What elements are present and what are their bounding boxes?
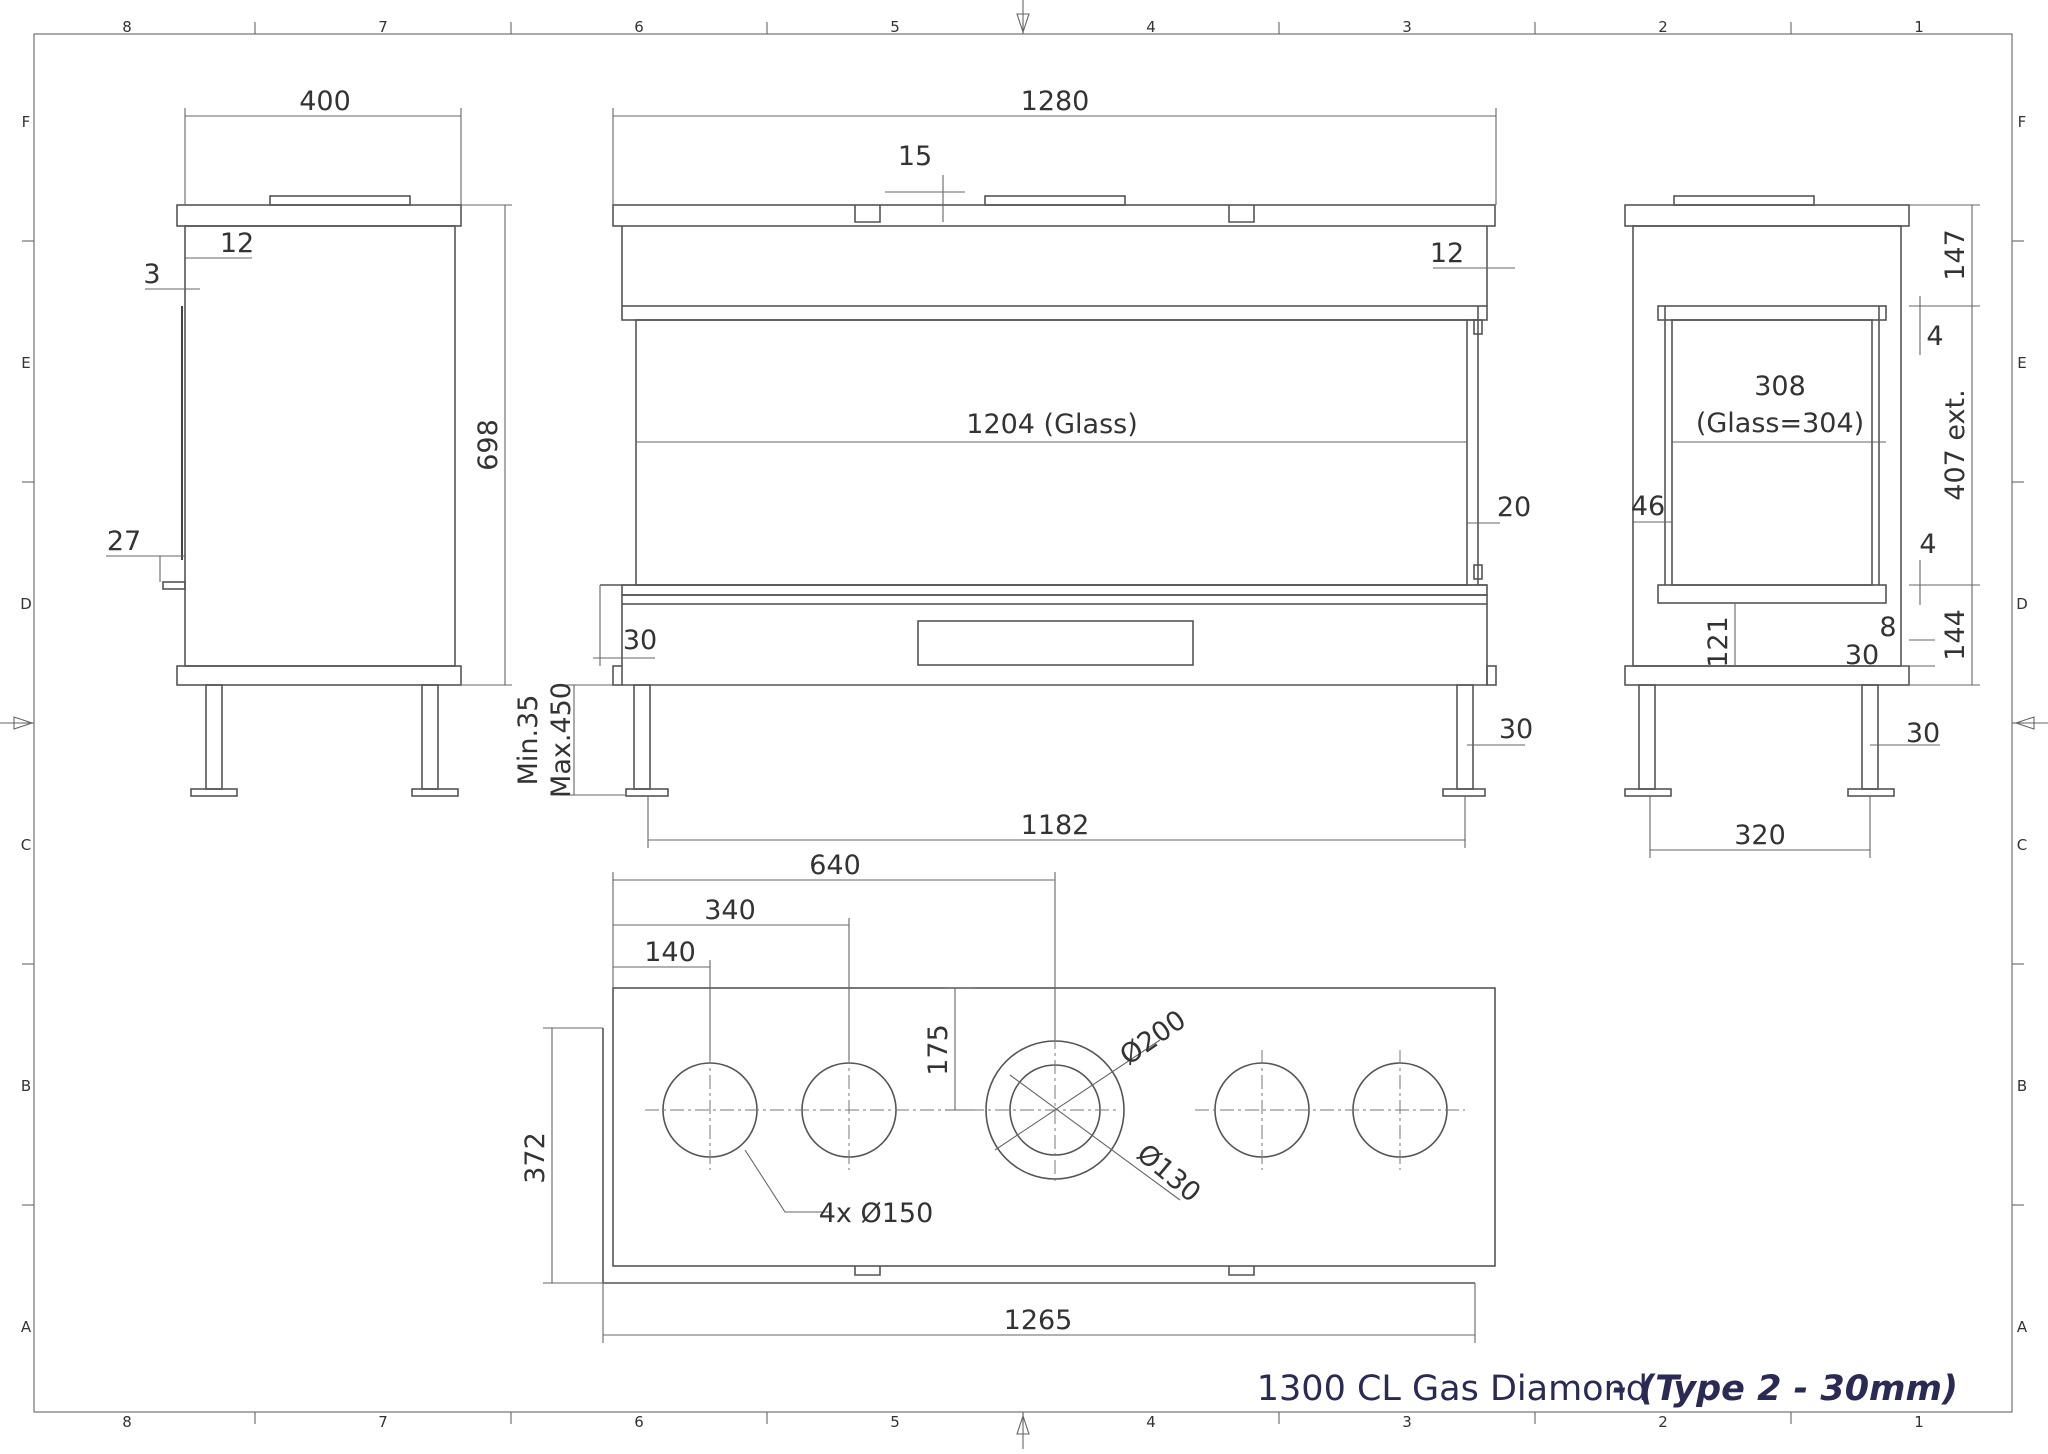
drawing-title: 1300 CL Gas Diamond [1257, 1369, 1648, 1409]
side-height-dim: 698 [473, 419, 504, 471]
end-offset-30-dim: 30 [1845, 640, 1879, 671]
top-pos-640-dim: 640 [809, 850, 861, 881]
end-leg-offset-dim: 30 [1906, 718, 1940, 749]
drawing-type: - (Type 2 - 30mm) [1613, 1369, 1958, 1409]
front-leg-offset-dim: 30 [1499, 714, 1533, 745]
row-label: A [21, 1318, 32, 1336]
side-bottom-offset-dim: 27 [107, 526, 141, 557]
front-frame-right-dim: 20 [1497, 492, 1531, 523]
end-glass-width-dim: 308 [1754, 371, 1806, 402]
row-label: F [22, 113, 31, 131]
end-view: 308 (Glass=304) 147 4 407 ext. 4 144 46 … [1624, 195, 1980, 858]
end-height-bottom-dim: 144 [1940, 609, 1971, 661]
col-label: 8 [122, 1413, 132, 1431]
side-glass-offset-dim: 3 [143, 259, 160, 290]
front-width-dim: 1280 [1021, 86, 1090, 117]
top-pos-140-dim: 140 [644, 937, 696, 968]
col-label: 7 [378, 18, 388, 36]
col-label: 1 [1914, 1413, 1924, 1431]
col-label: 4 [1146, 18, 1156, 36]
front-frame-left-dim: 30 [623, 625, 657, 656]
flue-inner-dim: Ø130 [1131, 1138, 1207, 1209]
col-label: 8 [122, 18, 132, 36]
col-label: 5 [890, 18, 900, 36]
title-block: 1300 CL Gas Diamond - (Type 2 - 30mm) [1257, 1369, 1958, 1409]
side-width-dim: 400 [299, 86, 351, 117]
col-label: 4 [1146, 1413, 1156, 1431]
front-view: 1280 15 12 1204 (Glass) 20 30 30 1182 [593, 86, 1533, 848]
row-label: E [21, 354, 30, 372]
end-gap-bottom-dim: 4 [1919, 529, 1936, 560]
frame-column-labels: 8 7 6 5 4 3 2 1 8 7 6 5 4 3 2 1 [122, 18, 1924, 1431]
end-gap-top-dim: 4 [1926, 321, 1943, 352]
flue-outer-dim: Ø200 [1114, 1004, 1191, 1071]
top-view: 640 340 140 175 372 1265 Ø200 Ø130 4x Ø1… [520, 850, 1496, 1343]
end-height-top-dim: 147 [1940, 229, 1971, 281]
end-base-dim: 121 [1703, 616, 1734, 668]
col-label: 2 [1658, 18, 1668, 36]
end-leg-span-dim: 320 [1734, 820, 1786, 851]
vent-holes-dim: 4x Ø150 [819, 1198, 934, 1229]
front-glass-width-dim: 1204 (Glass) [966, 409, 1137, 440]
row-label: D [2016, 595, 2028, 613]
side-view: 400 12 3 27 698 Min.35 Max.450 [106, 86, 625, 798]
row-label: A [2017, 1318, 2028, 1336]
side-top-offset-dim: 12 [220, 228, 254, 259]
top-width-1265-dim: 1265 [1004, 1305, 1073, 1336]
row-label: C [2017, 836, 2027, 854]
col-label: 2 [1658, 1413, 1668, 1431]
col-label: 6 [634, 18, 644, 36]
top-depth-372-dim: 372 [520, 1132, 551, 1184]
front-leg-span-dim: 1182 [1021, 810, 1090, 841]
row-label: B [2017, 1077, 2027, 1095]
row-label: D [20, 595, 32, 613]
row-label: C [21, 836, 31, 854]
top-depth-175-dim: 175 [923, 1024, 954, 1076]
end-height-ext-dim: 407 ext. [1940, 389, 1971, 500]
col-label: 5 [890, 1413, 900, 1431]
row-label: B [21, 1077, 31, 1095]
front-side-offset-dim: 12 [1430, 238, 1464, 269]
col-label: 3 [1402, 1413, 1412, 1431]
top-pos-340-dim: 340 [704, 895, 756, 926]
col-label: 3 [1402, 18, 1412, 36]
end-side-dim: 46 [1631, 491, 1665, 522]
row-label: E [2017, 354, 2026, 372]
frame-row-labels: F E D C B A F E D C B A [20, 113, 2028, 1336]
front-top-gap-dim: 15 [898, 141, 932, 172]
col-label: 1 [1914, 18, 1924, 36]
col-label: 6 [634, 1413, 644, 1431]
legs-min-dim: Min.35 [513, 695, 544, 786]
row-label: F [2018, 113, 2027, 131]
col-label: 7 [378, 1413, 388, 1431]
end-glass-note-dim: (Glass=304) [1696, 408, 1864, 439]
end-offset-8-dim: 8 [1879, 612, 1896, 643]
legs-max-dim: Max.450 [546, 682, 577, 798]
